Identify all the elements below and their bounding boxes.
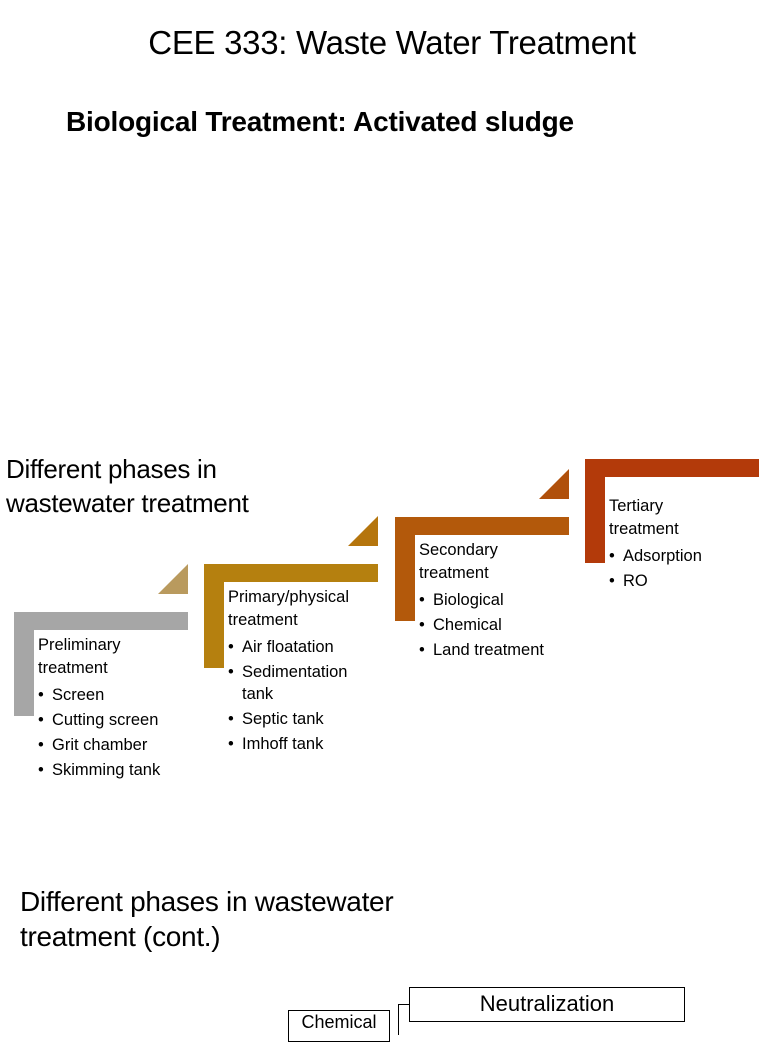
list-item: •Cutting screen [38, 711, 159, 729]
step-item-list: •Biological •Chemical •Land treatment [419, 589, 579, 661]
list-item: •Screen [38, 686, 105, 704]
step-bar-left [204, 564, 224, 668]
list-item: •Imhoff tank [228, 735, 324, 753]
neutralization-box: Neutralization [409, 987, 685, 1022]
section-heading: Biological Treatment: Activated sludge [66, 106, 574, 137]
step-title: Tertiary treatment [609, 497, 679, 538]
list-item: •Skimming tank [38, 761, 161, 779]
list-item: •Septic tank [228, 710, 324, 728]
step-corner-triangle [539, 469, 569, 499]
step-preliminary: Preliminary treatment •Screen •Cutting s… [14, 564, 188, 792]
step-item-list: •Air floatation •Sedimentation tank •Sep… [228, 636, 373, 755]
list-item: •Land treatment [419, 641, 544, 659]
step-item-list: •Adsorption •RO [609, 545, 759, 592]
step-content: Primary/physical treatment •Air floatati… [228, 586, 373, 758]
step-title: Primary/physical treatment [228, 588, 350, 629]
step-title: Preliminary treatment [38, 636, 121, 677]
list-item: •Grit chamber [38, 736, 148, 754]
phases-cont-heading-line1: Different phases in wastewater [20, 886, 394, 917]
step-bar-left [395, 517, 415, 621]
step-corner-triangle [348, 516, 378, 546]
step-title: Secondary treatment [419, 541, 498, 582]
phases-cont-heading-line2: treatment (cont.) [20, 921, 221, 952]
step-tertiary: Tertiary treatment •Adsorption •RO [585, 459, 759, 599]
step-secondary: Secondary treatment •Biological •Chemica… [395, 469, 569, 677]
list-item: •Adsorption [609, 547, 702, 565]
step-bar-top [204, 564, 378, 582]
step-content: Secondary treatment •Biological •Chemica… [419, 539, 579, 664]
phases-cont-heading: Different phases in wastewater treatment… [20, 884, 440, 954]
step-primary: Primary/physical treatment •Air floatati… [204, 516, 378, 764]
step-content: Preliminary treatment •Screen •Cutting s… [38, 634, 198, 784]
list-item: •Biological [419, 591, 504, 609]
flow-connector-line [398, 1004, 410, 1035]
chemical-box: Chemical [288, 1010, 390, 1042]
step-content: Tertiary treatment •Adsorption •RO [609, 495, 759, 595]
list-item: •Air floatation [228, 638, 334, 656]
step-bar-left [585, 459, 605, 563]
list-item: •RO [609, 572, 648, 590]
phases-heading-line2: wastewater treatment [6, 488, 249, 518]
step-bar-top [585, 459, 759, 477]
phases-heading: Different phases in wastewater treatment [6, 452, 326, 520]
list-item: •Sedimentation tank [228, 663, 348, 703]
step-bar-top [395, 517, 569, 535]
list-item: •Chemical [419, 616, 502, 634]
step-bar-top [14, 612, 188, 630]
phases-heading-line1: Different phases in [6, 454, 217, 484]
step-bar-left [14, 612, 34, 716]
step-corner-triangle [158, 564, 188, 594]
page-title: CEE 333: Waste Water Treatment [148, 24, 636, 61]
step-item-list: •Screen •Cutting screen •Grit chamber •S… [38, 684, 198, 781]
